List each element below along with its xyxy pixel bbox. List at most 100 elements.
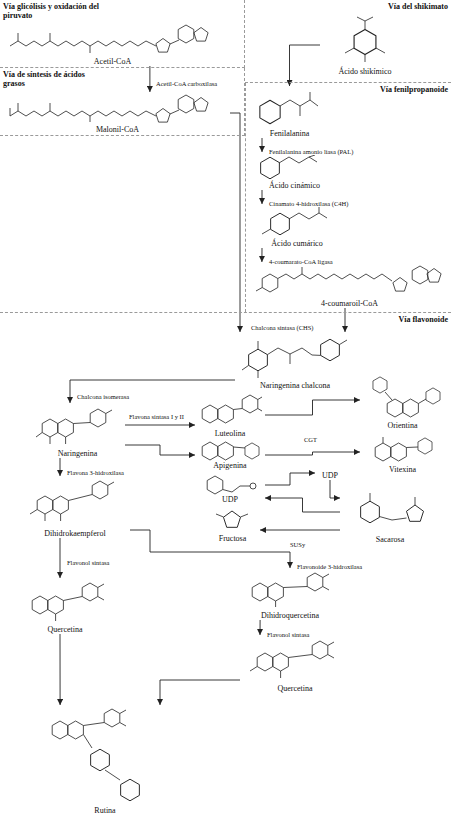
- enzyme-label-box: 4-coumarato-CoA ligasa: [268, 250, 334, 268]
- coumaric-acid-structure: [262, 207, 327, 235]
- structure-line: [32, 596, 48, 614]
- compound: Malonil-CoA: [5, 92, 230, 134]
- malonyl-coa-structure: [10, 95, 208, 122]
- compound-name: Naringenina: [58, 449, 98, 458]
- structure-line: [321, 339, 340, 361]
- reaction-arrow: [265, 498, 340, 512]
- structure-line: [10, 17, 441, 801]
- structure-line: [406, 505, 423, 521]
- compound: Ácido cumárico: [252, 204, 342, 248]
- structure-line: [242, 340, 347, 378]
- cinnamic-acid-structure: [261, 155, 317, 179]
- structure-line: [233, 447, 245, 448]
- structure-line: [58, 419, 74, 437]
- structure-line: [375, 443, 391, 461]
- enzyme-label-box: Chalcona isomerasa: [76, 385, 130, 403]
- structure-line: [170, 40, 179, 44]
- structure-line: [216, 514, 248, 517]
- compound: Naringenina: [30, 403, 125, 458]
- structure-line: [37, 496, 53, 514]
- structure-line: [427, 269, 441, 283]
- dihydroquercetin-structure: [252, 573, 329, 607]
- structure-line: [233, 397, 262, 411]
- enzyme-label: Chalcona sintasa (CHS): [250, 324, 314, 331]
- reaction-arrow: [60, 634, 61, 705]
- structure-line: [30, 482, 114, 521]
- reaction-arrow: [70, 380, 235, 403]
- enzyme-label-box: Flavonoide 3-hidroxilasa: [296, 555, 363, 573]
- enzyme-label-box: Flavona 3-hidroxilasa: [66, 461, 125, 479]
- compound: Rutina: [35, 705, 175, 815]
- compound: Fructosa: [205, 508, 260, 543]
- structure-line: [178, 25, 194, 43]
- compound: 4-coumaroil-CoA: [252, 262, 447, 308]
- vitexin-structure: [375, 437, 432, 461]
- pathway-heading: Vía flavonoide: [338, 315, 448, 324]
- reaction-arrow: [260, 530, 340, 531]
- dihydrokaempferol-structure: [30, 481, 114, 521]
- structure-line: [156, 109, 170, 123]
- compound: Quercetina: [15, 578, 115, 634]
- structure-line: [250, 642, 334, 678]
- structure-line: [249, 349, 268, 371]
- reaction-arrow: [60, 458, 61, 476]
- compound-name: Fenilalanina: [270, 129, 310, 138]
- chalcone-structure: [242, 339, 347, 378]
- enzyme-label: CGT: [303, 436, 318, 443]
- compound-name: 4-coumaroil-CoA: [321, 299, 378, 308]
- enzyme-label-box: Flavona sintasa I y II: [128, 405, 194, 423]
- structure-line: [10, 103, 156, 122]
- enzyme-label: Flavona sintasa I y II: [128, 413, 185, 420]
- structure-line: [312, 641, 328, 659]
- compound: Ácido shikímico: [320, 14, 410, 76]
- structure-line: [83, 710, 126, 780]
- structure-line: [250, 483, 256, 489]
- structure-line: [91, 749, 110, 771]
- structure-line: [223, 486, 250, 492]
- structure-line: [280, 92, 318, 116]
- structure-line: [354, 29, 376, 54]
- structure-line: [90, 409, 106, 427]
- compound-name: UDP: [222, 495, 238, 504]
- pathway-region: Vía fenilpropanoideFenilalaninaÁcido cin…: [245, 83, 451, 312]
- pathway-region: Vía del shikimatoÁcido shikímico: [245, 0, 451, 83]
- compound: Vitexina: [360, 432, 445, 474]
- structure-line: [82, 583, 98, 601]
- compound-name: Luteolina: [215, 429, 246, 438]
- reaction-arrow: [262, 138, 263, 152]
- luteolin-structure: [202, 395, 262, 423]
- reaction-arrow: [261, 248, 262, 262]
- compound-name: Ácido cinámico: [269, 181, 320, 190]
- structure-line: [156, 39, 170, 53]
- structure-line: [403, 399, 419, 417]
- enzyme-label-box: Flavonol sintasa: [266, 623, 310, 641]
- enzyme-label-box: Chalcona sintasa (CHS): [250, 316, 314, 334]
- compound-name: Dihidrokaempferol: [44, 529, 105, 538]
- enzyme-label-box: CGT: [303, 428, 318, 446]
- structure-line: [262, 274, 278, 292]
- reaction-arrow: [265, 452, 360, 455]
- fructose-structure: [216, 511, 248, 527]
- structure-line: [207, 476, 223, 494]
- structure-line: [10, 33, 156, 53]
- compound: Sacarosa: [340, 488, 440, 544]
- apigenin-structure: [202, 442, 259, 460]
- acetyl-coa-structure: [10, 25, 208, 53]
- structure-line: [42, 419, 58, 437]
- structure-line: [271, 213, 290, 235]
- reaction-arrow: [330, 480, 340, 498]
- udp-glucose-structure: [207, 476, 256, 494]
- compound-name: UDP: [322, 471, 338, 480]
- structure-line: [223, 511, 240, 527]
- compound: Orientina: [360, 372, 445, 430]
- compound: UDP: [195, 474, 265, 504]
- structure-line: [273, 653, 289, 671]
- quercetin-structure: [32, 583, 104, 621]
- enzyme-label: Flavonol sintasa: [266, 631, 310, 638]
- enzyme-label: Cinamato 4-hidroxilasa (C4H): [268, 200, 349, 207]
- structure-line: [412, 266, 428, 284]
- compound-name: Fructosa: [219, 534, 247, 543]
